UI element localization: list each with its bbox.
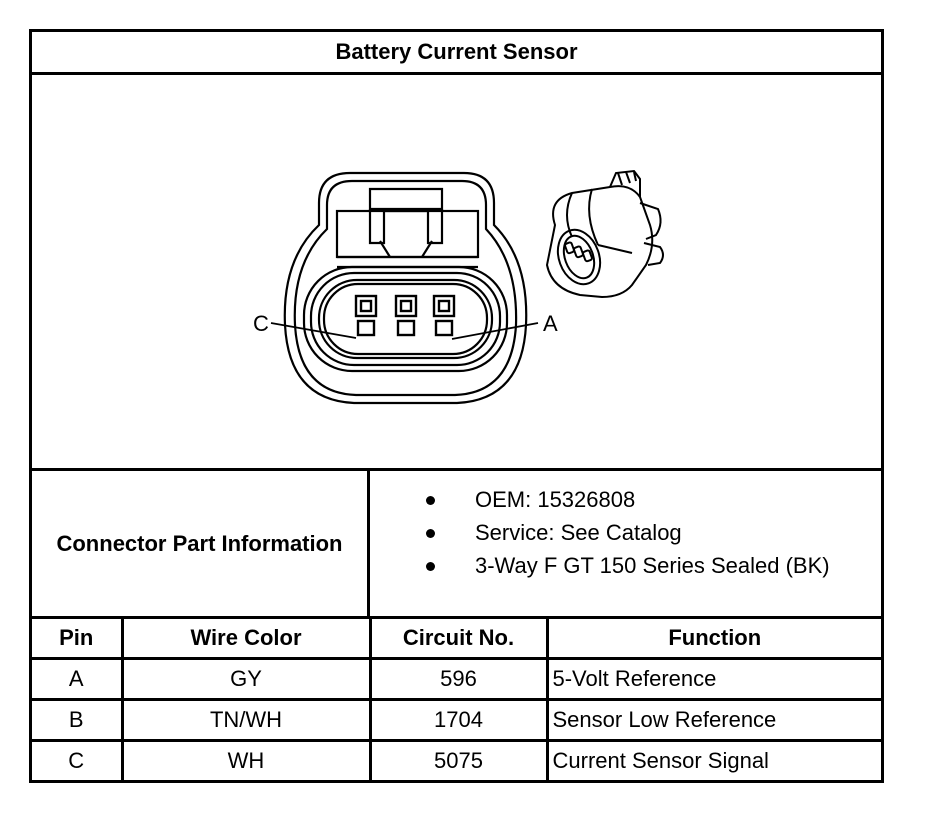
connector-part-info-list: OEM: 15326808 Service: See Catalog 3-Way…	[370, 471, 881, 619]
connector-sheet: Battery Current Sensor	[29, 29, 884, 783]
cell-function: Sensor Low Reference	[545, 697, 881, 743]
list-item: Service: See Catalog	[370, 516, 830, 549]
cell-circuit-no: 5075	[368, 739, 549, 780]
bullet-icon	[426, 529, 435, 538]
bullet-icon	[426, 496, 435, 505]
connector-perspective-icon	[545, 169, 664, 299]
cell-wire-color: TN/WH	[120, 697, 372, 743]
pin-a-label: A	[543, 311, 558, 336]
pin-table: Pin Wire Color Circuit No. Function A GY…	[32, 619, 881, 780]
list-item: OEM: 15326808	[370, 483, 830, 516]
header-pin: Pin	[32, 619, 124, 660]
connector-part-info-label: Connector Part Information	[32, 471, 370, 619]
cell-wire-color: WH	[120, 739, 372, 780]
connector-diagram: C A	[32, 75, 881, 471]
cell-function: 5-Volt Reference	[545, 656, 881, 701]
header-wire-color: Wire Color	[120, 619, 372, 660]
sheet-title: Battery Current Sensor	[32, 32, 881, 75]
cell-circuit-no: 596	[368, 656, 549, 701]
header-function: Function	[545, 619, 881, 660]
table-header-row: Pin Wire Color Circuit No. Function	[32, 619, 881, 660]
info-item-text: 3-Way F GT 150 Series Sealed (BK)	[475, 553, 830, 578]
cell-pin: C	[32, 739, 124, 780]
cell-pin: B	[32, 697, 124, 743]
info-item-text: Service: See Catalog	[475, 520, 682, 545]
table-row: A GY 596 5-Volt Reference	[32, 656, 881, 701]
table-row: C WH 5075 Current Sensor Signal	[32, 739, 881, 780]
connector-face-drawing: C A	[253, 169, 664, 405]
cell-wire-color: GY	[120, 656, 372, 701]
cell-function: Current Sensor Signal	[545, 739, 881, 780]
bullet-icon	[426, 562, 435, 571]
info-item-text: OEM: 15326808	[475, 487, 636, 512]
cell-pin: A	[32, 656, 124, 701]
cell-circuit-no: 1704	[368, 697, 549, 743]
header-circuit-no: Circuit No.	[368, 619, 549, 660]
pin-c-label: C	[253, 311, 269, 336]
list-item: 3-Way F GT 150 Series Sealed (BK)	[370, 549, 830, 582]
table-row: B TN/WH 1704 Sensor Low Reference	[32, 697, 881, 743]
